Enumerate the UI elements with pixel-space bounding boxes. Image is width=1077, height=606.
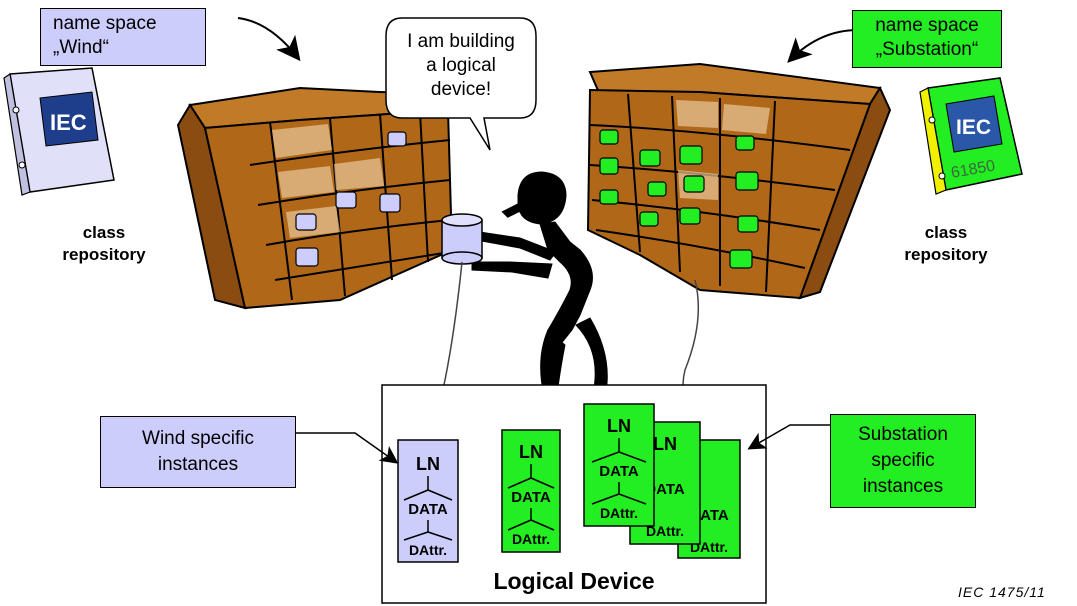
svg-text:LN: LN [653,434,677,454]
namespace-substation-box: name space „Substation“ [852,10,1002,68]
binder-right-logo: IEC [956,116,991,139]
namespace-wind-box: name space „Wind“ [40,8,206,66]
svg-text:LN: LN [416,454,440,474]
class-repository-right-label: class repository [904,223,988,264]
binder-left-logo: IEC [50,110,87,135]
svg-text:DAttr.: DAttr. [646,523,684,539]
arrow-wind-namespace [237,17,301,62]
namespace-wind-line1: name space [53,13,157,34]
node-card-substation-left: LN DATA DAttr. [501,429,561,553]
speech-line1: I am building [407,31,515,52]
class-repository-left-cabinet [176,86,454,310]
svg-text:DATA: DATA [511,489,551,506]
namespace-substation-line1: name space [875,15,979,36]
svg-text:LN: LN [519,442,543,462]
svg-text:DATA: DATA [645,481,685,498]
stick-figure-builder [471,171,608,421]
binder-left: IEC [3,67,115,196]
binder-right: IEC 61850 [919,77,1023,195]
wind-instances-box: Wind specific instances [100,416,296,488]
namespace-wind-line2: „Wind“ [53,37,109,58]
class-repository-right-cabinet [586,62,892,300]
svg-text:DATA: DATA [408,501,448,518]
class-repository-left-label: class repository [62,223,146,264]
svg-text:DAttr.: DAttr. [600,505,638,521]
svg-text:LN: LN [607,416,631,436]
figure-credit: IEC 1475/11 [958,584,1046,600]
svg-text:DAttr.: DAttr. [512,531,550,547]
arrow-substation-instances [747,424,830,450]
svg-text:DATA: DATA [599,463,639,480]
node-card-substation-front: LN DATA DAttr. [583,403,655,527]
speech-line3: device! [430,79,492,100]
held-cylinder [441,213,483,265]
arrow-wind-instances [296,432,399,464]
svg-text:DAttr.: DAttr. [409,542,447,558]
arrow-substation-namespace [787,29,859,63]
substation-instances-box: Substation specific instances [830,414,976,508]
speech-line2: a logical [426,55,496,76]
node-card-wind: LN DATA DAttr. [397,439,459,563]
namespace-substation-line2: „Substation“ [875,39,979,60]
logical-device-title: Logical Device [493,568,655,594]
speech-bubble: I am building a logical device! [388,30,534,102]
speech-bubble-shape [385,17,537,151]
